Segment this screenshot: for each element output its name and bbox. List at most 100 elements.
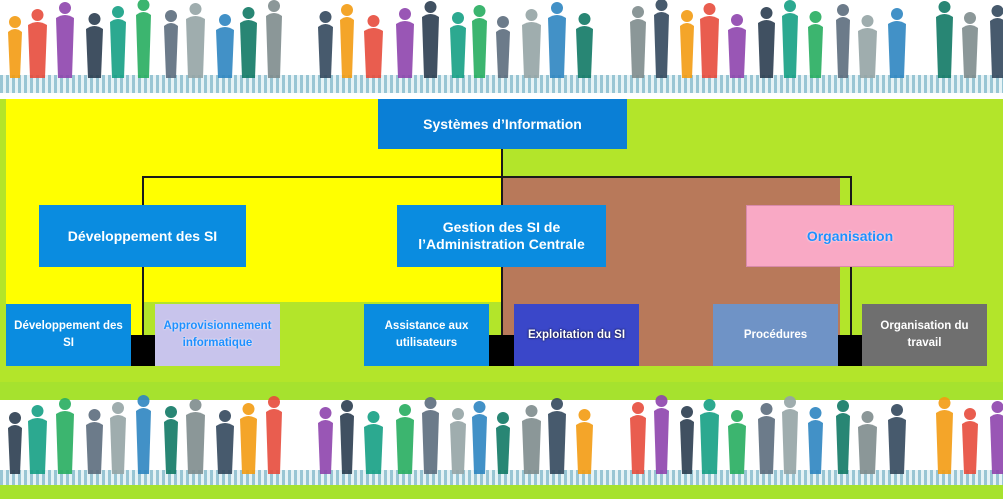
people-banner-top: [0, 0, 1003, 95]
person-silhouette: [28, 405, 47, 474]
person-silhouette: [962, 12, 978, 78]
connector-joint-1: [131, 335, 156, 366]
leaf-label: Approvisionnement informatique: [163, 320, 272, 349]
person-silhouette: [318, 407, 333, 474]
leaf-node-assistance: Assistance aux utilisateurs: [364, 304, 489, 366]
person-silhouette: [8, 16, 22, 78]
person-silhouette: [86, 13, 103, 78]
person-silhouette: [576, 13, 593, 78]
leaf-label: Exploitation du SI: [527, 328, 626, 341]
person-silhouette: [548, 2, 566, 78]
person-silhouette: [186, 3, 205, 78]
person-silhouette: [56, 398, 74, 474]
connector-branch-1-down: [142, 267, 144, 335]
person-silhouette: [364, 15, 383, 78]
person-silhouette: [758, 7, 775, 78]
connector-branch-3-down: [850, 267, 852, 335]
person-silhouette: [936, 397, 953, 474]
person-silhouette: [576, 409, 593, 474]
connector-joint-3: [838, 335, 863, 366]
root-node: Systèmes d’Information: [378, 99, 627, 149]
connector-root-down: [501, 149, 503, 177]
person-silhouette: [808, 407, 823, 474]
person-silhouette: [654, 0, 669, 78]
people-banner-bottom: [0, 382, 1003, 499]
person-silhouette: [758, 403, 775, 474]
person-silhouette: [680, 406, 694, 474]
person-silhouette: [216, 14, 234, 78]
person-silhouette: [990, 401, 1003, 474]
person-silhouette: [680, 10, 694, 78]
branch-label-line2: l’Administration Centrale: [418, 236, 585, 252]
person-silhouette: [782, 396, 798, 474]
person-silhouette: [56, 2, 74, 78]
person-silhouette: [548, 398, 566, 474]
branch-node-developpement: Développement des SI: [39, 205, 246, 267]
person-silhouette: [728, 14, 746, 78]
person-silhouette: [472, 401, 487, 474]
person-silhouette: [630, 6, 646, 78]
person-silhouette: [496, 16, 510, 78]
person-silhouette: [186, 399, 205, 474]
person-silhouette: [700, 3, 719, 78]
person-silhouette: [836, 4, 850, 78]
person-silhouette: [654, 395, 669, 474]
person-silhouette: [164, 10, 178, 78]
person-silhouette: [888, 8, 906, 78]
person-silhouette: [266, 0, 282, 78]
connector-horizontal: [142, 176, 852, 178]
person-silhouette: [396, 8, 414, 78]
banner-floor: [0, 75, 1003, 93]
branch-node-gestion: Gestion des SI de l’Administration Centr…: [397, 205, 606, 267]
connector-branch-3: [850, 176, 852, 205]
person-silhouette: [216, 410, 234, 474]
person-silhouette: [858, 15, 877, 78]
person-silhouette: [8, 412, 22, 474]
person-silhouette: [858, 411, 877, 474]
branch-node-organisation: Organisation: [746, 205, 954, 267]
person-silhouette: [472, 5, 487, 78]
leaf-node-approvisionnement: Approvisionnement informatique: [155, 304, 280, 366]
banner-green-strip-bottom: [0, 485, 1003, 499]
person-silhouette: [936, 1, 953, 78]
person-silhouette: [164, 406, 178, 474]
leaf-label: Assistance aux utilisateurs: [384, 320, 469, 349]
person-silhouette: [450, 12, 466, 78]
person-silhouette: [700, 399, 719, 474]
person-silhouette: [496, 412, 510, 474]
person-silhouette: [136, 0, 151, 78]
leaf-node-procedures: Procédures: [713, 304, 838, 366]
branch-label: Développement des SI: [67, 228, 218, 244]
person-silhouette: [522, 9, 541, 78]
person-silhouette: [340, 400, 354, 474]
leaf-label: Développement des SI: [14, 320, 123, 349]
root-label: Systèmes d’Information: [423, 116, 582, 132]
person-silhouette: [836, 400, 850, 474]
person-silhouette: [422, 1, 439, 78]
person-silhouette: [364, 411, 383, 474]
person-silhouette: [240, 403, 257, 474]
person-silhouette: [990, 5, 1003, 78]
leaf-node-organisation-travail: Organisation du travail: [862, 304, 987, 366]
connector-joint-2: [489, 335, 514, 366]
leaf-label: Organisation du travail: [880, 320, 969, 349]
branch-label-line1: Gestion des SI de: [442, 219, 561, 235]
banner-green-strip: [0, 382, 1003, 400]
person-silhouette: [422, 397, 439, 474]
person-silhouette: [340, 4, 354, 78]
person-silhouette: [266, 396, 282, 474]
crowd-illustration: [8, 0, 1003, 78]
connector-branch-1: [142, 176, 144, 205]
banner-floor: [0, 470, 1003, 488]
person-silhouette: [86, 409, 103, 474]
connector-branch-2: [501, 176, 503, 205]
person-silhouette: [782, 0, 798, 78]
person-silhouette: [110, 6, 126, 78]
person-silhouette: [136, 395, 151, 474]
leaf-node-exploitation: Exploitation du SI: [514, 304, 639, 366]
person-silhouette: [110, 402, 126, 474]
person-silhouette: [888, 404, 906, 474]
person-silhouette: [522, 405, 541, 474]
connector-branch-2-down: [501, 267, 503, 335]
person-silhouette: [450, 408, 466, 474]
